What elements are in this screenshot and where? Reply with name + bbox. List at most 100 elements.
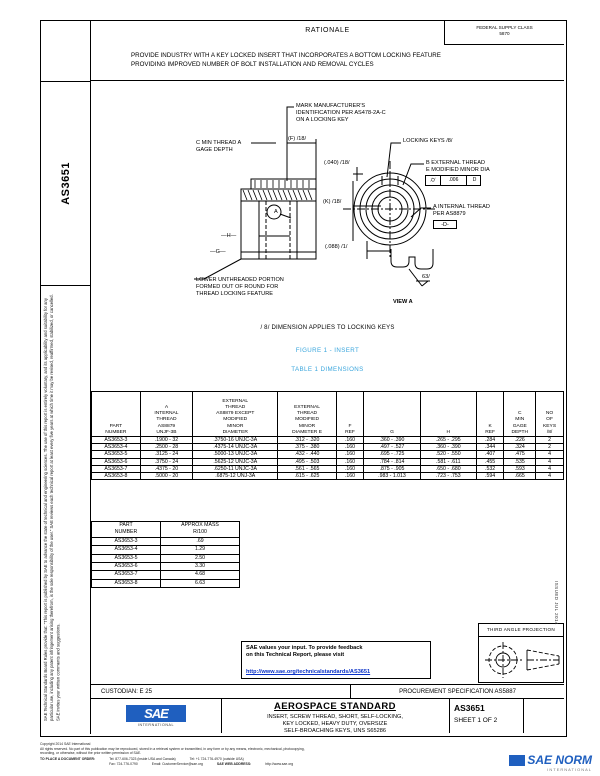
cell-g: .875 - .905: [363, 464, 421, 474]
cell-internal-thread: .3750 - 24: [139, 457, 194, 466]
footer-copyright: Copyright 2014 SAE International: [40, 742, 91, 746]
page-title: AEROSPACE STANDARD: [274, 701, 396, 712]
cell-g: .983 - 1.013: [363, 472, 421, 481]
dimensions-table-body: AS3653-3 .1900 - 32 .3750-16 UNJC-3A .31…: [91, 435, 564, 481]
footer-contact-row-2: TO PLACE A DOCUMENT ORDER: Fax: 724-776-…: [40, 762, 565, 767]
rationale-line-2: PROVIDING IMPROVED NUMBER OF BOLT INSTAL…: [131, 60, 374, 68]
table-row: AS3653-3 .69: [91, 536, 240, 547]
locking-keys-note: / 8/ DIMENSION APPLIES TO LOCKING KEYS: [260, 325, 395, 331]
cell-h: .650 - .680: [419, 464, 477, 474]
footer-web-url: http://www.sae.org: [265, 762, 294, 767]
issue-date-text: ISSUED JUL 2014: [554, 581, 559, 625]
watermark-brand: SAE NORM: [509, 753, 592, 767]
cell-minor-dia-e: .312 - .320: [277, 435, 337, 445]
cell-k: .344: [475, 443, 505, 452]
projection-label: THIRD ANGLE PROJECTION: [479, 624, 563, 637]
mass-header-row-2: NUMBER R/100: [91, 529, 240, 538]
watermark-sub: INTERNATIONAL: [547, 767, 592, 772]
subtitle-line-2: KEY LOCKED, HEAVY DUTY, OVERSIZE: [282, 721, 388, 728]
feedback-box: SAE values your input. To provide feedba…: [241, 641, 431, 679]
cell-part-number: AS3653-6: [91, 562, 161, 572]
cell-f: .160: [335, 435, 365, 445]
footer-rights-1: All rights reserved. No part of this pub…: [40, 746, 305, 751]
custodian-label: CUSTODIAN: E 25: [91, 685, 351, 699]
label-k-18: (K) /18/: [323, 199, 342, 205]
cell-minor-dia-e: .561 - .565: [277, 464, 337, 474]
mass-col-units: R/100: [160, 529, 240, 538]
label-thread-locking-feature: THREAD LOCKING FEATURE: [196, 291, 273, 297]
label-mark-manufacturer: MARK MANUFACTURER'S: [296, 103, 366, 109]
footer-contact-row-1: TO PLACE A DOCUMENT ORDER: Tel: 877-606-…: [40, 757, 565, 762]
standard-number-cell: AS3651 SHEET 1 OF 2: [449, 699, 524, 733]
cell-h: .520 - .550: [419, 450, 477, 459]
cell-external-thread: .6875-12 UNJ-3A: [192, 472, 279, 481]
feedback-line-2: on this Technical Report, please visit: [246, 652, 345, 659]
cell-c: .593: [503, 464, 537, 474]
label-a-internal-thread: A INTERNAL THREAD: [433, 204, 490, 210]
cell-f: .160: [335, 464, 365, 474]
table-row: AS3653-4 1.29: [91, 545, 240, 555]
cell-mass: 3.30: [160, 562, 240, 572]
label-per-as8879: PER AS8879: [433, 211, 466, 217]
cell-c: .324: [503, 443, 537, 452]
federal-supply-class-box: FEDERAL SUPPLY CLASS 5870: [444, 21, 564, 45]
datum-feature-d: -D-: [433, 220, 457, 229]
sae-rules-notice: SAE Technical Standards Board Rules prov…: [43, 291, 89, 721]
cell-internal-thread: .4375 - 20: [139, 464, 194, 474]
projection-symbol-icon: [485, 642, 560, 678]
cell-k: .594: [475, 472, 505, 481]
label-dim-h: —H—: [221, 233, 237, 239]
title-block: SAE INTERNATIONAL AEROSPACE STANDARD INS…: [91, 699, 564, 734]
footer-tel-intl: Tel: +1 724-776-4970 (outside USA): [189, 756, 244, 761]
cell-h: .581 - .611: [419, 457, 477, 466]
subtitle-line-1: INSERT, SCREW THREAD, SHORT, SELF-LOCKIN…: [267, 714, 403, 720]
fsc-label: FEDERAL SUPPLY CLASS: [476, 25, 533, 30]
feature-control-frame: ⌭ .006 D: [425, 175, 481, 186]
mass-col-part-2: NUMBER: [91, 529, 161, 538]
cell-internal-thread: .2500 - 28: [139, 443, 194, 452]
label-surface-finish-63: 63/: [422, 274, 430, 280]
watermark: SAE NORM INTERNATIONAL: [509, 753, 592, 772]
cell-part-number: AS3653-4: [91, 443, 141, 452]
cell-keys: 4: [535, 464, 564, 474]
drawing-sheet: AS3651 SAE Technical Standards Board Rul…: [40, 20, 567, 737]
cell-external-thread: .6250-11 UNJC-3A: [192, 464, 279, 474]
footer-order-label: TO PLACE A DOCUMENT ORDER:: [40, 756, 96, 761]
mass-table-body: PART APPROX MASS NUMBER R/100 AS3653-3 .…: [91, 521, 240, 589]
rationale-header: RATIONALE FEDERAL SUPPLY CLASS 5870: [91, 21, 564, 45]
standard-code-sidebar-label: AS3651: [60, 162, 72, 205]
footer-rights-2: recording, or otherwise, without the pri…: [40, 751, 142, 756]
cell-h: .265 - .295: [419, 435, 477, 445]
feedback-line-1: SAE values your input. To provide feedba…: [246, 645, 363, 651]
table-row: AS3653-8 .5000 - 20 .6875-12 UNJ-3A .615…: [91, 472, 564, 481]
cell-part-number: AS3653-3: [91, 435, 141, 445]
label-formed-out-of-round: FORMED OUT OF ROUND FOR: [196, 284, 279, 290]
cell-c: .475: [503, 450, 537, 459]
cell-k: .455: [475, 457, 505, 466]
table-row: AS3653-8 6.63: [91, 578, 240, 589]
cell-part-number: AS3653-5: [91, 450, 141, 459]
fsc-value: 5870: [499, 31, 510, 36]
label-identification-per: IDENTIFICATION PER AS478-2A-C: [296, 110, 386, 116]
sae-logo-icon: SAE: [126, 705, 186, 722]
issue-date-vertical: ISSUED JUL 2014: [554, 581, 564, 691]
cell-part-number: AS3653-5: [91, 553, 161, 564]
position-symbol-icon: ⌭: [426, 176, 441, 185]
cell-keys: 2: [535, 443, 564, 452]
subtitle-line-3: SELF-BROACHING KEYS, UNS S65286: [284, 728, 386, 735]
cell-internal-thread: .5000 - 20: [139, 472, 194, 481]
cell-keys: 4: [535, 472, 564, 481]
cell-c: .226: [503, 435, 537, 445]
standard-code-sidebar: AS3651: [41, 81, 91, 286]
feedback-url-link[interactable]: http://www.sae.org/technicalstandards/AS…: [246, 668, 371, 675]
cell-external-thread: .5000-13 UNJC-3A: [192, 450, 279, 459]
